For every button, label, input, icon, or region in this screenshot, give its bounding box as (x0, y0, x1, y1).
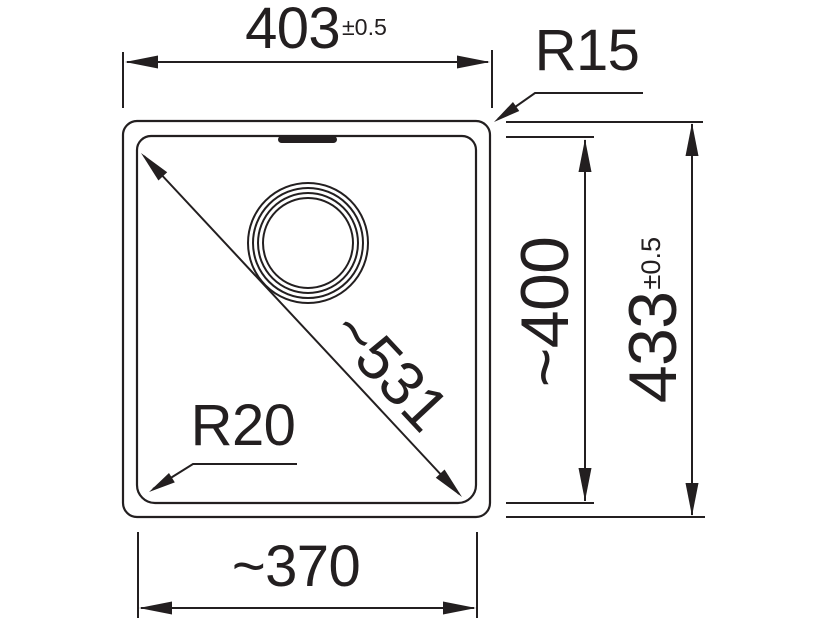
arrowhead (685, 123, 699, 156)
r15-leader-line (494, 92, 643, 122)
arrowhead (578, 139, 592, 172)
overall-height-value: 433 (615, 291, 691, 404)
diagonal-dimension-line (141, 153, 462, 497)
bowl-width-label: ~370 (231, 534, 361, 599)
overall-height-label: 433±0.5 (615, 236, 691, 403)
sink-bowl-outline (135, 134, 478, 505)
bowl-height-dimension-line (506, 136, 594, 504)
arrowhead (139, 601, 172, 615)
bowl-width-dimension-line (137, 532, 478, 618)
top-width-dimension-line (122, 50, 493, 108)
arrowhead (685, 483, 699, 516)
overall-width-tolerance: ±0.5 (341, 13, 387, 40)
overall-height-dimension-line (506, 121, 705, 518)
arrowhead (141, 153, 168, 181)
sink-outer-rim-outline (121, 119, 492, 519)
drain-circle (247, 182, 369, 304)
arrowhead (149, 473, 175, 492)
corner-radius-top-right-label: R15 (534, 18, 640, 83)
arrowhead (443, 601, 476, 615)
r20-leader-line (149, 463, 297, 492)
overall-width-value: 403 (245, 0, 341, 61)
arrowhead (435, 469, 462, 497)
arrowhead (125, 55, 158, 69)
overall-width-label: 403±0.5 (245, 0, 387, 58)
overflow-slot (278, 136, 337, 143)
arrowhead (494, 102, 520, 122)
arrowhead (578, 468, 592, 501)
bowl-height-label: ~400 (507, 236, 583, 388)
arrowhead (457, 55, 490, 69)
overall-height-tolerance: ±0.5 (635, 236, 667, 290)
corner-radius-bottom-left-label: R20 (190, 393, 296, 458)
